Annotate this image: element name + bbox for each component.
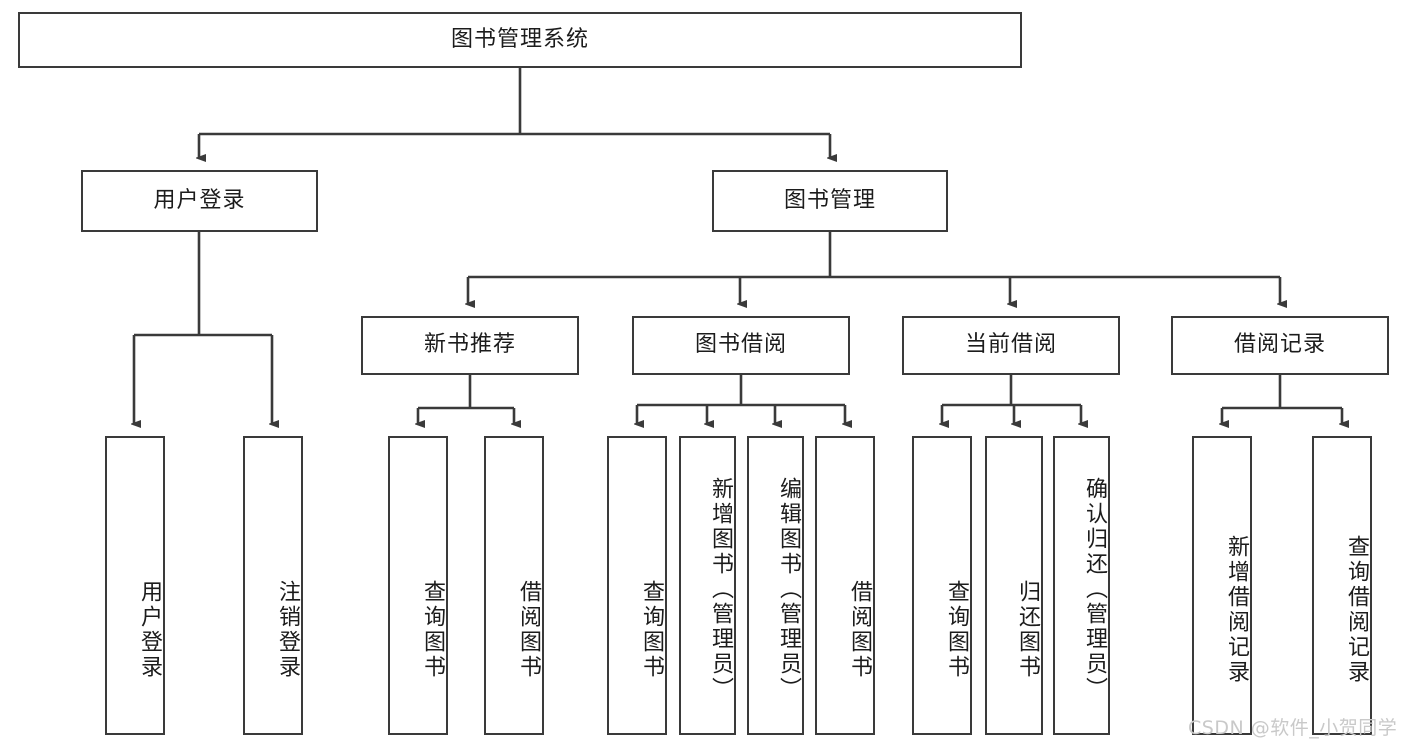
node-leaf-return-book[interactable]: 归还图书 (985, 436, 1043, 735)
node-leaf-query-book-2-label: 查询图书 (639, 579, 664, 680)
node-leaf-logout[interactable]: 注销登录 (243, 436, 303, 735)
node-current-borrow-label: 当前借阅 (964, 332, 1057, 358)
node-leaf-query-book-1-label: 查询图书 (420, 579, 445, 680)
node-user-login-label: 用户登录 (153, 187, 246, 213)
node-leaf-query-book-3[interactable]: 查询图书 (912, 436, 972, 735)
node-borrow-record-label: 借阅记录 (1233, 332, 1326, 358)
node-leaf-edit-book-admin-label: 编辑图书（管理员） (776, 477, 801, 702)
node-book-manage-label: 图书管理 (783, 187, 876, 213)
node-new-book-recommend[interactable]: 新书推荐 (361, 316, 579, 375)
node-leaf-confirm-return-admin-label: 确认归还（管理员） (1082, 477, 1107, 702)
node-leaf-user-login[interactable]: 用户登录 (105, 436, 165, 735)
node-book-borrow[interactable]: 图书借阅 (632, 316, 850, 375)
csdn-watermark: CSDN @软件_小贺同学 (1188, 717, 1398, 739)
node-leaf-add-borrow-record-label: 新增借阅记录 (1224, 534, 1249, 685)
node-book-borrow-label: 图书借阅 (694, 332, 787, 358)
node-leaf-add-book-admin-label: 新增图书（管理员） (708, 477, 733, 702)
node-leaf-user-login-label: 用户登录 (137, 579, 162, 680)
node-leaf-add-borrow-record[interactable]: 新增借阅记录 (1192, 436, 1252, 735)
node-leaf-query-book-3-label: 查询图书 (944, 579, 969, 680)
node-leaf-borrow-book-2-label: 借阅图书 (847, 579, 872, 680)
node-leaf-query-book-2[interactable]: 查询图书 (607, 436, 667, 735)
node-leaf-confirm-return-admin[interactable]: 确认归还（管理员） (1053, 436, 1110, 735)
node-current-borrow[interactable]: 当前借阅 (902, 316, 1120, 375)
node-leaf-borrow-book-2[interactable]: 借阅图书 (815, 436, 875, 735)
node-user-login[interactable]: 用户登录 (81, 170, 318, 232)
node-leaf-logout-label: 注销登录 (275, 579, 300, 680)
node-root-label: 图书管理系统 (450, 26, 589, 52)
node-leaf-query-borrow-record[interactable]: 查询借阅记录 (1312, 436, 1372, 735)
node-leaf-edit-book-admin[interactable]: 编辑图书（管理员） (747, 436, 804, 735)
node-book-manage[interactable]: 图书管理 (712, 170, 948, 232)
node-leaf-query-book-1[interactable]: 查询图书 (388, 436, 448, 735)
node-root[interactable]: 图书管理系统 (18, 12, 1022, 68)
node-borrow-record[interactable]: 借阅记录 (1171, 316, 1389, 375)
node-new-book-recommend-label: 新书推荐 (423, 332, 516, 358)
node-leaf-borrow-book-1[interactable]: 借阅图书 (484, 436, 544, 735)
node-leaf-return-book-label: 归还图书 (1015, 579, 1040, 680)
node-leaf-query-borrow-record-label: 查询借阅记录 (1344, 534, 1369, 685)
node-leaf-borrow-book-1-label: 借阅图书 (516, 579, 541, 680)
node-leaf-add-book-admin[interactable]: 新增图书（管理员） (679, 436, 736, 735)
